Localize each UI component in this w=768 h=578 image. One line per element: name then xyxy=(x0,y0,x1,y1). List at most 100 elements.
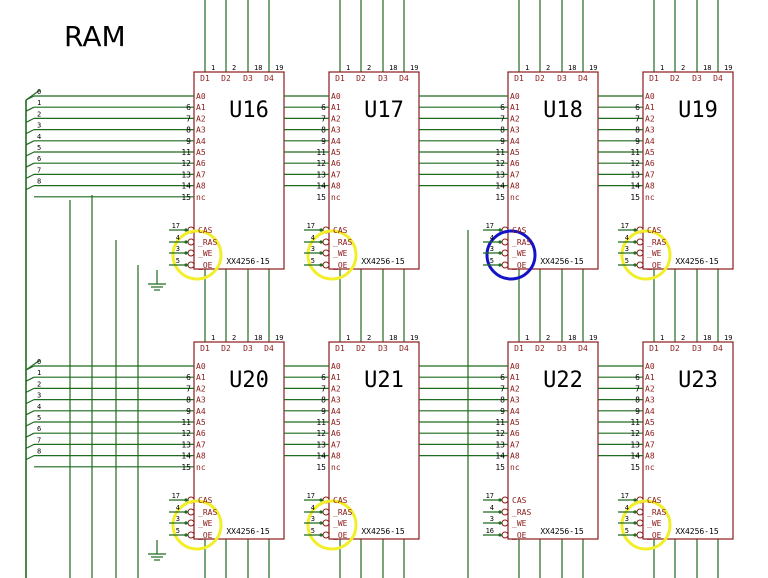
control-pin-name: CAS xyxy=(333,496,348,505)
chip-part-number: XX4256-15 xyxy=(361,527,405,536)
address-pin-number: 12 xyxy=(630,159,640,168)
address-pin-name: nc xyxy=(645,193,655,202)
address-pin-number: 9 xyxy=(500,407,505,416)
bus-label: 0 xyxy=(37,358,41,366)
chip-body xyxy=(328,341,420,540)
address-pin-name: A1 xyxy=(196,103,206,112)
address-pin-name: A4 xyxy=(196,137,206,146)
chip-reference: U22 xyxy=(543,368,583,393)
bus-entry xyxy=(25,399,35,405)
control-pin-name: _WE xyxy=(512,249,527,258)
data-pin-name: D4 xyxy=(399,344,409,353)
control-pin-number: 17 xyxy=(621,492,629,500)
bus-entry xyxy=(25,117,35,123)
address-pin-number: 12 xyxy=(316,159,326,168)
bus-entry xyxy=(25,173,35,179)
control-pin-name: CAS xyxy=(512,496,527,505)
chip-part-number: XX4256-15 xyxy=(540,527,584,536)
address-pin-name: A0 xyxy=(331,92,341,101)
address-pin-name: A3 xyxy=(196,396,206,405)
control-pin-number: 17 xyxy=(307,222,315,230)
control-pin-name: CAS xyxy=(647,226,662,235)
address-pin-name: A6 xyxy=(331,159,341,168)
control-pin-number: 3 xyxy=(311,245,315,253)
control-pin-number: 5 xyxy=(490,257,494,265)
control-pin-name: _RAS xyxy=(198,238,217,247)
address-pin-number: 13 xyxy=(316,170,326,179)
address-pin-number: 7 xyxy=(321,114,326,123)
control-pin-name: CAS xyxy=(198,496,213,505)
address-pin-number: 14 xyxy=(316,182,326,191)
data-pin-name: D1 xyxy=(514,74,524,83)
address-pin-number: 11 xyxy=(495,148,505,157)
address-pin-number: 8 xyxy=(186,396,191,405)
address-pin-name: nc xyxy=(510,193,520,202)
address-pin-name: A2 xyxy=(645,114,655,123)
address-pin-number: 9 xyxy=(321,137,326,146)
control-pin-name: CAS xyxy=(198,226,213,235)
address-pin-number: 6 xyxy=(321,373,326,382)
address-pin-number: 13 xyxy=(630,170,640,179)
data-pin-name: D1 xyxy=(200,344,210,353)
address-pin-name: A5 xyxy=(331,148,341,157)
address-pin-name: A3 xyxy=(645,126,655,135)
address-pin-number: 6 xyxy=(500,103,505,112)
pin-bubble xyxy=(322,531,330,539)
address-pin-name: A3 xyxy=(645,396,655,405)
address-pin-name: A8 xyxy=(196,452,206,461)
address-pin-name: A0 xyxy=(645,92,655,101)
address-pin-number: 11 xyxy=(181,148,191,157)
address-pin-name: A8 xyxy=(331,452,341,461)
bus-entry xyxy=(25,162,35,168)
pin-bubble xyxy=(501,508,509,516)
chip-body xyxy=(193,341,285,540)
address-pin-number: 12 xyxy=(181,429,191,438)
address-pin-number: 14 xyxy=(181,452,191,461)
data-pin-number: 18 xyxy=(568,334,576,342)
bus-entry xyxy=(25,410,35,416)
control-pin-number: 3 xyxy=(176,515,180,523)
data-pin-number: 18 xyxy=(568,64,576,72)
address-pin-name: A0 xyxy=(331,362,341,371)
data-pin-number: 2 xyxy=(232,334,236,342)
address-pin-name: A0 xyxy=(645,362,655,371)
address-pin-number: 11 xyxy=(316,148,326,157)
chip-body xyxy=(507,341,599,540)
bus-entry xyxy=(25,151,35,157)
address-pin-number: 14 xyxy=(316,452,326,461)
data-pin-number: 1 xyxy=(525,64,529,72)
address-pin-name: A7 xyxy=(196,440,206,449)
data-pin-name: D2 xyxy=(535,344,545,353)
data-pin-number: 18 xyxy=(254,334,262,342)
address-pin-name: A0 xyxy=(510,92,520,101)
address-pin-number: 8 xyxy=(635,396,640,405)
address-pin-name: A3 xyxy=(331,396,341,405)
address-pin-name: A4 xyxy=(331,137,341,146)
control-pin-number: 3 xyxy=(490,515,494,523)
address-pin-number: 11 xyxy=(630,148,640,157)
control-pin-number: 17 xyxy=(172,492,180,500)
address-pin-number: 13 xyxy=(495,440,505,449)
address-pin-name: A7 xyxy=(510,170,520,179)
address-pin-name: A6 xyxy=(196,159,206,168)
address-pin-number: 12 xyxy=(316,429,326,438)
data-pin-name: D1 xyxy=(649,344,659,353)
bus-label: 5 xyxy=(37,414,41,422)
address-pin-name: A8 xyxy=(645,182,655,191)
address-pin-number: 9 xyxy=(500,137,505,146)
address-pin-number: 15 xyxy=(630,463,640,472)
data-pin-name: D3 xyxy=(557,74,567,83)
control-pin-name: _WE xyxy=(512,519,527,528)
data-pin-number: 19 xyxy=(275,334,283,342)
address-pin-number: 9 xyxy=(186,137,191,146)
address-pin-name: A7 xyxy=(331,170,341,179)
chip-part-number: XX4256-15 xyxy=(675,527,719,536)
highlight-circle xyxy=(620,229,672,281)
address-pin-number: 13 xyxy=(495,170,505,179)
address-pin-number: 14 xyxy=(495,452,505,461)
address-pin-number: 12 xyxy=(495,159,505,168)
address-pin-number: 8 xyxy=(321,126,326,135)
address-pin-name: A8 xyxy=(331,182,341,191)
